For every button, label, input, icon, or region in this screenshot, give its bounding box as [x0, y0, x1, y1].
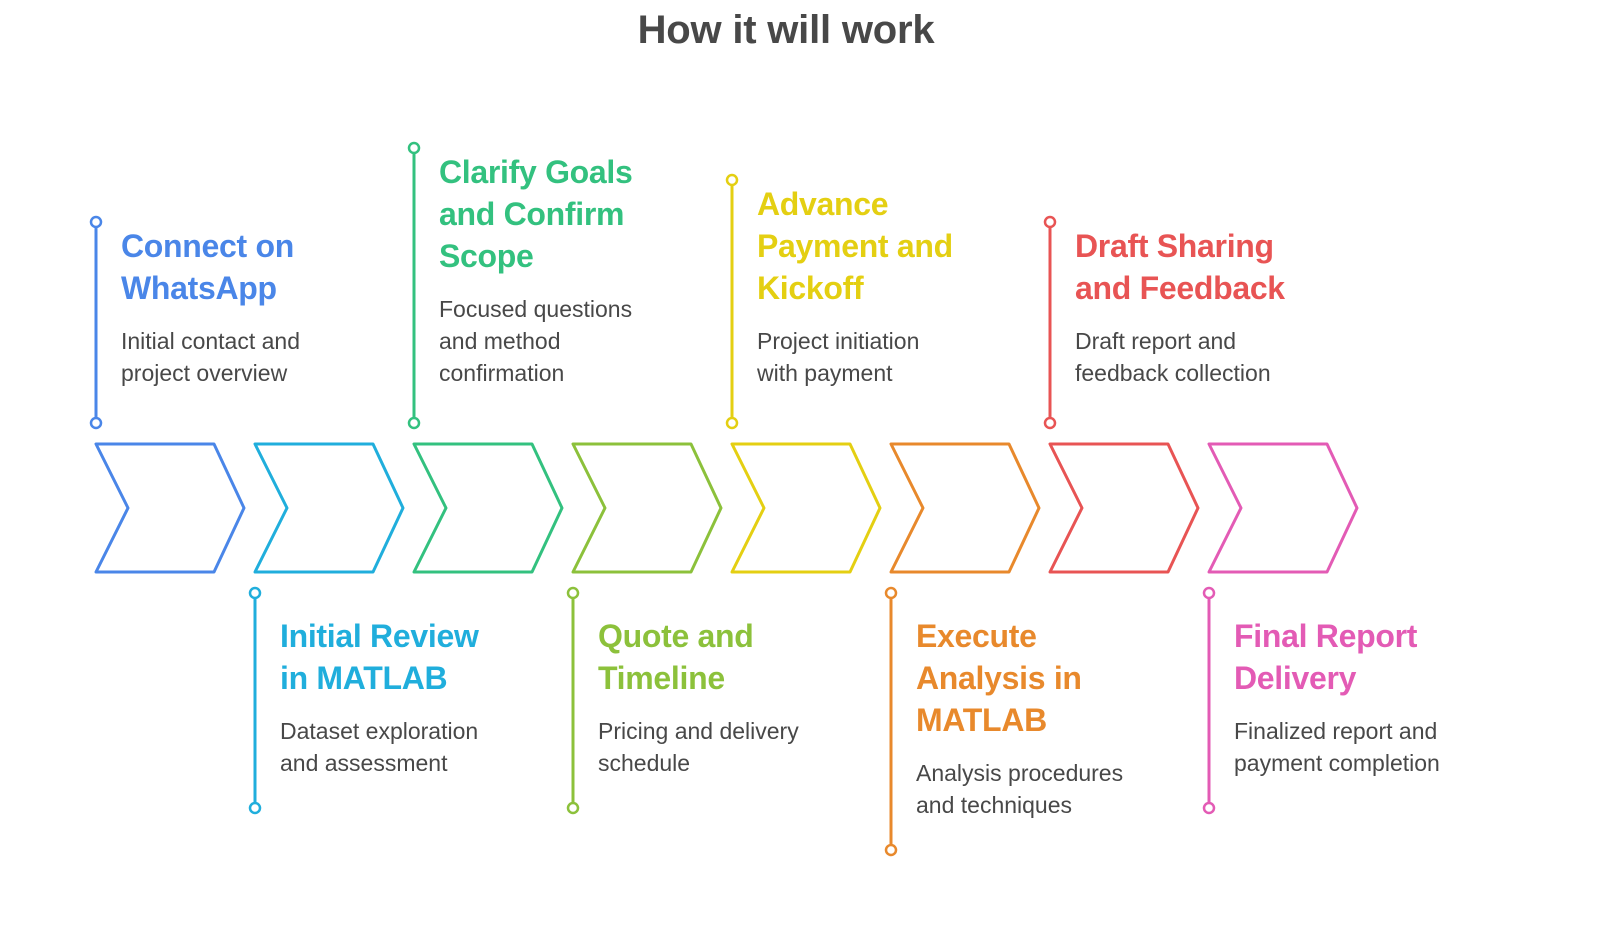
- step-description: Draft report and feedback collection: [1075, 325, 1315, 389]
- connector-end-dot-clarify-goals-and-confirm-scope: [407, 416, 421, 430]
- step-title-line: Advance: [757, 186, 889, 222]
- connector-start-dot-clarify-goals-and-confirm-scope: [407, 141, 421, 155]
- step-description: Dataset exploration and assessment: [280, 715, 520, 779]
- step-title-line: in MATLAB: [280, 660, 448, 696]
- step-description: Analysis procedures and techniques: [916, 757, 1156, 821]
- connector-end-dot-draft-sharing-and-feedback: [1043, 416, 1057, 430]
- connector-start-dot-draft-sharing-and-feedback: [1043, 215, 1057, 229]
- step-title: Draft Sharing and Feedback: [1075, 225, 1315, 309]
- step-description: Initial contact and project overview: [121, 325, 361, 389]
- chevron-initial-review-in-matlab: [253, 442, 405, 574]
- connector-start-dot-advance-payment-and-kickoff: [725, 173, 739, 187]
- connector-start-dot-final-report-delivery: [1202, 586, 1216, 600]
- step-description: Focused questions and method confirmation: [439, 293, 679, 389]
- chevron-quote-and-timeline: [571, 442, 723, 574]
- chevron-advance-payment-and-kickoff: [730, 442, 882, 574]
- step-title-line: Timeline: [598, 660, 725, 696]
- step-description-line: and assessment: [280, 750, 448, 776]
- step-title-line: Kickoff: [757, 270, 864, 306]
- step-title-line: MATLAB: [916, 702, 1047, 738]
- step-title-line: Quote and: [598, 618, 754, 654]
- step-description-line: Dataset exploration: [280, 718, 479, 744]
- step-title-line: Final Report: [1234, 618, 1418, 654]
- chevron-clarify-goals-and-confirm-scope: [412, 442, 564, 574]
- step-description-line: Project initiation: [757, 328, 920, 354]
- chevron-final-report-delivery: [1207, 442, 1359, 574]
- step-title-line: Initial Review: [280, 618, 479, 654]
- step-title-line: Analysis in: [916, 660, 1082, 696]
- step-description-line: Initial contact and: [121, 328, 301, 354]
- step-title-line: Scope: [439, 238, 534, 274]
- step-title-line: Connect on: [121, 228, 294, 264]
- step-description-line: confirmation: [439, 360, 565, 386]
- step-title-line: Execute: [916, 618, 1037, 654]
- connector-start-dot-execute-analysis-in-matlab: [884, 586, 898, 600]
- chevron-connect-on-whatsapp: [94, 442, 246, 574]
- chevron-draft-sharing-and-feedback: [1048, 442, 1200, 574]
- connector-end-dot-advance-payment-and-kickoff: [725, 416, 739, 430]
- connector-start-dot-initial-review-in-matlab: [248, 586, 262, 600]
- diagram-title: How it will work: [637, 8, 935, 52]
- step-description: Finalized report and payment completion: [1234, 715, 1474, 779]
- step-description-line: schedule: [598, 750, 691, 776]
- step-description-line: Finalized report and: [1234, 718, 1438, 744]
- connector-end-dot-quote-and-timeline: [566, 801, 580, 815]
- connector-end-dot-connect-on-whatsapp: [89, 416, 103, 430]
- step-description: Project initiation with payment: [757, 325, 997, 389]
- step-title-line: and Confirm: [439, 196, 625, 232]
- connector-start-dot-quote-and-timeline: [566, 586, 580, 600]
- step-description-line: project overview: [121, 360, 288, 386]
- step-description-line: Draft report and: [1075, 328, 1237, 354]
- step-title: Initial Review in MATLAB: [280, 615, 520, 699]
- connector-start-dot-connect-on-whatsapp: [89, 215, 103, 229]
- chevron-execute-analysis-in-matlab: [889, 442, 1041, 574]
- step-description: Pricing and delivery schedule: [598, 715, 838, 779]
- step-title-line: WhatsApp: [121, 270, 277, 306]
- step-initial-review-in-matlab: Initial Review in MATLAB Dataset explorati…: [280, 615, 520, 779]
- connector-end-dot-execute-analysis-in-matlab: [884, 843, 898, 857]
- step-title-line: Payment and: [757, 228, 953, 264]
- step-description-line: payment completion: [1234, 750, 1440, 776]
- step-description-line: Pricing and delivery: [598, 718, 799, 744]
- step-description-line: and method: [439, 328, 561, 354]
- connector-end-dot-initial-review-in-matlab: [248, 801, 262, 815]
- step-title-line: Draft Sharing: [1075, 228, 1274, 264]
- step-description-line: feedback collection: [1075, 360, 1271, 386]
- step-description-line: with payment: [757, 360, 893, 386]
- step-description-line: Focused questions: [439, 296, 633, 322]
- step-description-line: and techniques: [916, 792, 1073, 818]
- step-title-line: Clarify Goals: [439, 154, 633, 190]
- step-title-line: and Feedback: [1075, 270, 1285, 306]
- step-description-line: Analysis procedures: [916, 760, 1124, 786]
- step-title: Connect on WhatsApp: [121, 225, 361, 309]
- connector-end-dot-final-report-delivery: [1202, 801, 1216, 815]
- step-title-line: Delivery: [1234, 660, 1357, 696]
